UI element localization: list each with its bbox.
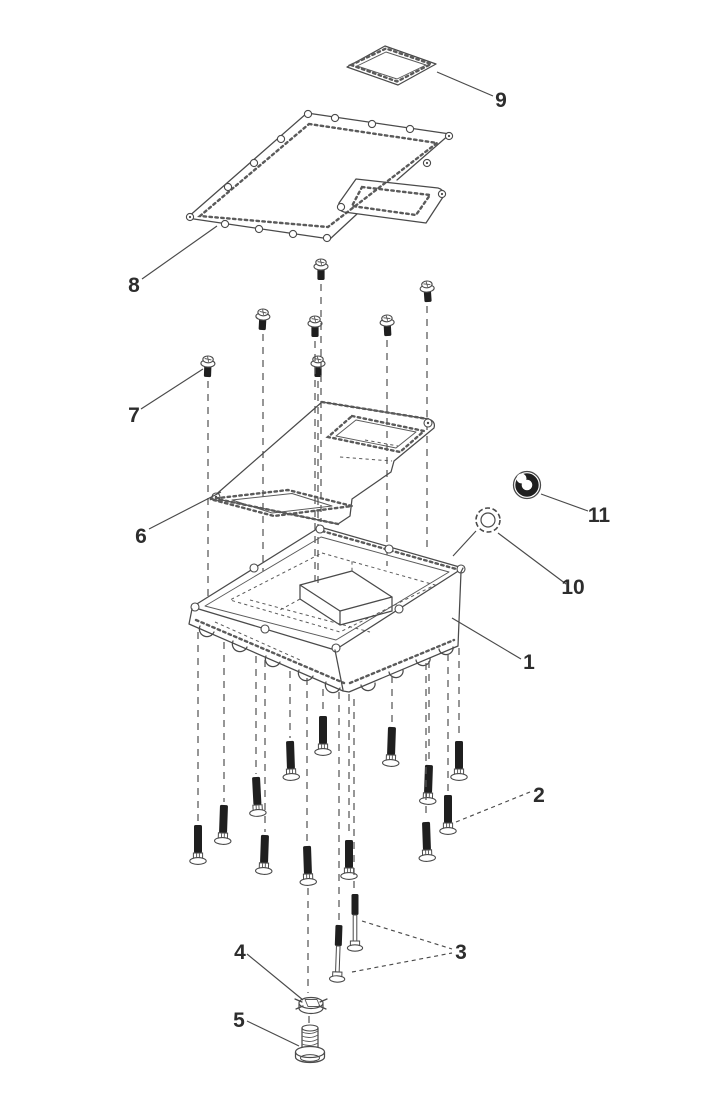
callout-3: 3 — [455, 941, 467, 964]
leader-part-1 — [451, 617, 522, 660]
long-bolt — [298, 845, 318, 887]
long-bolt — [439, 794, 457, 835]
long-bolt — [340, 839, 358, 880]
long-bolt — [314, 715, 332, 756]
short-bolt — [199, 355, 216, 378]
leader-part-5 — [246, 1020, 300, 1047]
pan-center-boss — [279, 560, 393, 626]
projection-dashes-drain — [307, 888, 310, 1027]
long-bolt — [254, 834, 274, 876]
leader-part-10 — [452, 530, 567, 585]
long-bolt — [381, 726, 401, 768]
pan-rim-bosses — [190, 524, 466, 653]
short-bolt — [379, 314, 396, 337]
leader-part-4 — [246, 953, 304, 1001]
projection-dashes-lower — [197, 632, 460, 922]
pan-skirt — [188, 571, 462, 693]
long-bolt — [247, 776, 267, 818]
gasket-bolt-tabs — [185, 109, 454, 243]
long-bolt — [189, 824, 207, 865]
callout-labels: 1 2 3 4 5 6 7 8 9 10 11 — [128, 89, 610, 1032]
callout-10: 10 — [561, 576, 584, 599]
long-bolt — [281, 740, 301, 782]
oil-pan — [188, 524, 466, 694]
long-bolt — [213, 804, 233, 846]
baffle-plate — [209, 400, 435, 526]
small-cover-gasket — [346, 45, 437, 86]
short-flange-bolts — [199, 258, 436, 378]
callout-1: 1 — [523, 651, 535, 674]
callout-6: 6 — [135, 525, 147, 548]
sealing-cap — [512, 470, 542, 500]
callout-5: 5 — [233, 1009, 245, 1032]
short-bolt — [254, 308, 271, 331]
callout-9: 9 — [495, 89, 507, 112]
callout-4: 4 — [234, 941, 246, 964]
seal-washer — [475, 507, 501, 533]
short-bolt — [313, 258, 329, 281]
callout-11: 11 — [588, 504, 611, 527]
callout-8: 8 — [128, 274, 140, 297]
leader-part-3 — [351, 920, 453, 973]
oil-pan-gasket — [185, 109, 454, 243]
leader-lines — [140, 71, 589, 1047]
leader-part-9 — [436, 71, 494, 97]
callout-2: 2 — [533, 784, 545, 807]
leader-part-8 — [141, 225, 218, 280]
short-bolt — [310, 355, 326, 378]
long-bolt — [418, 764, 438, 806]
callout-7: 7 — [128, 404, 140, 427]
leader-part-11 — [540, 493, 589, 512]
short-bolt — [419, 279, 436, 303]
leader-part-7 — [140, 368, 204, 410]
stud-bolt — [346, 893, 364, 952]
leader-part-2 — [455, 791, 531, 823]
long-bolt — [417, 821, 437, 863]
drain-plug — [294, 1024, 326, 1064]
drain-nut — [294, 996, 328, 1015]
pan-skirt-bosses — [198, 625, 454, 694]
stud-bolts — [328, 893, 364, 983]
short-bolt — [307, 315, 323, 338]
long-bolt — [450, 740, 468, 781]
leader-part-6 — [148, 491, 222, 530]
stud-bolt — [328, 924, 348, 983]
